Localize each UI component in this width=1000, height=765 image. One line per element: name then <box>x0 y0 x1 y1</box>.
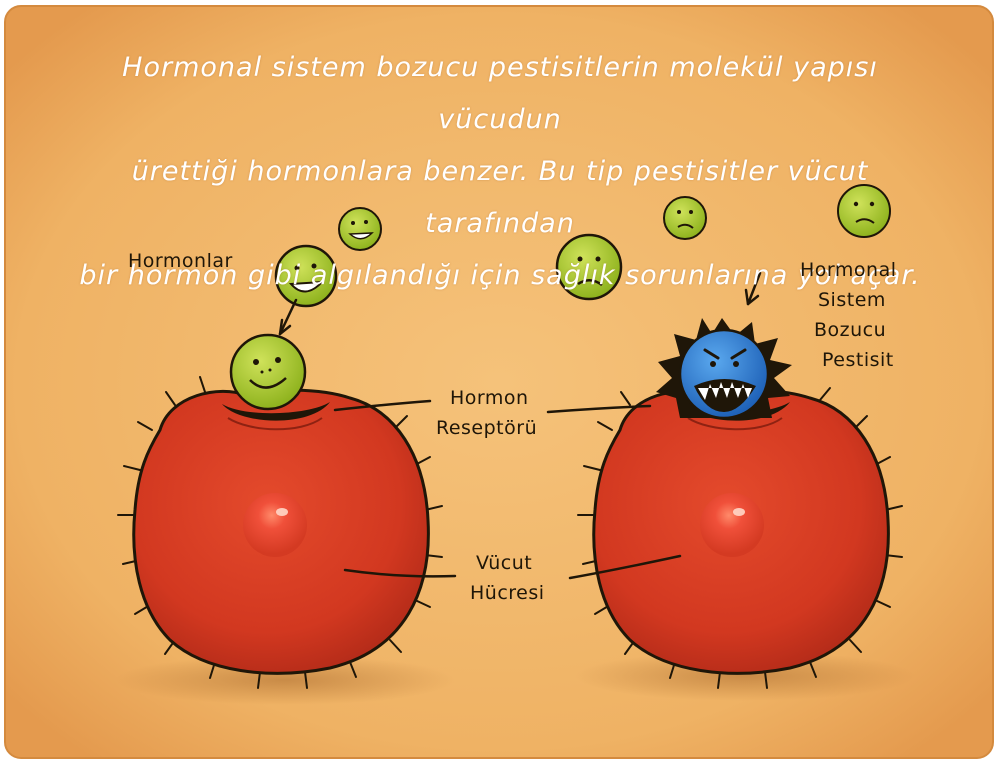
arrow-pestisit-label <box>744 271 762 306</box>
label-hormone-receptor: Hormon Reseptörü <box>436 387 538 439</box>
cell-hairs-right <box>577 387 903 689</box>
hormone-smiling <box>274 244 338 308</box>
hormone-docked <box>229 333 307 411</box>
label-body-cell: Vücut Hücresi <box>470 552 545 604</box>
hormone-small <box>338 207 382 251</box>
nucleus-left <box>243 493 307 557</box>
caption: Hormonal sistem bozucu pestisitlerin mol… <box>60 42 940 302</box>
caption-line-1: Hormonal sistem bozucu pestisitlerin mol… <box>122 52 878 135</box>
caption-line-3: bir hormon gibi algılandığı için sağlık … <box>79 260 921 291</box>
arrow-hormone-to-receptor <box>278 298 298 336</box>
hormone-worried <box>663 196 707 240</box>
nucleus-right <box>700 493 764 557</box>
caption-line-2: ürettiği hormonlara benzer. Bu tip pesti… <box>131 156 869 239</box>
label-hormones: Hormonlar <box>128 250 233 272</box>
label-endocrine-disruptor: Hormonal Sistem Bozucu Pestisit <box>800 259 897 371</box>
receptor-left <box>222 402 330 421</box>
cell-shadow-left <box>115 655 455 705</box>
pestisit-molecule <box>656 318 792 420</box>
cell-shadow-right <box>575 651 915 701</box>
body-cell-right <box>577 387 903 689</box>
pointer-lines <box>333 399 682 580</box>
hormone-frowning <box>837 184 891 238</box>
hormone-sad <box>555 233 623 301</box>
